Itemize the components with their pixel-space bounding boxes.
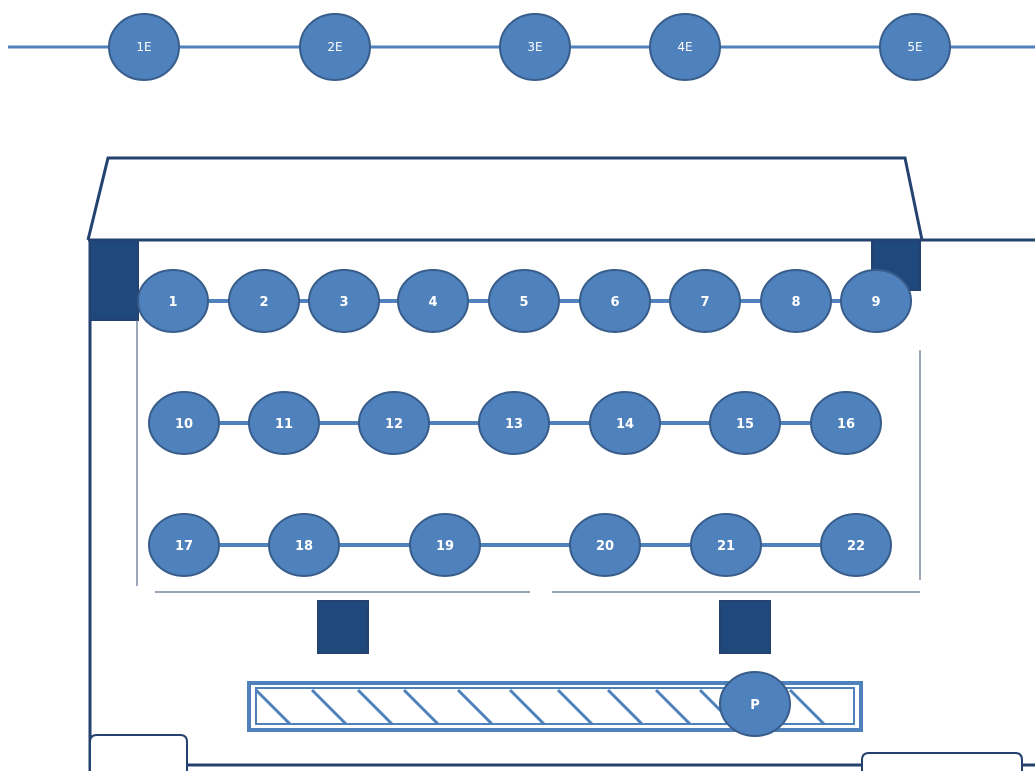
seat-8-label: 8 [791, 295, 800, 310]
seat-10-label: 10 [175, 417, 193, 432]
bottom-right-box [861, 752, 1023, 771]
seat-17[interactable]: 17 [148, 513, 220, 577]
seat-8[interactable]: 8 [760, 269, 832, 333]
seat-18-label: 18 [295, 539, 313, 554]
seat-20-label: 20 [596, 539, 614, 554]
seat-19-label: 19 [436, 539, 454, 554]
seating-area-boundary [136, 320, 921, 593]
seat-16-label: 16 [837, 417, 855, 432]
front-board-outline [86, 156, 924, 241]
seat-18[interactable]: 18 [268, 513, 340, 577]
seat-20[interactable]: 20 [569, 513, 641, 577]
top-node-5e: 5E [879, 13, 951, 81]
top-node-1e: 1E [108, 13, 180, 81]
top-node-3e-label: 3E [527, 40, 542, 54]
top-node-1e-label: 1E [136, 40, 151, 54]
seat-21-label: 21 [717, 539, 735, 554]
seat-7-label: 7 [700, 295, 709, 310]
seat-2-label: 2 [259, 295, 268, 310]
center-left-pillar [317, 600, 369, 654]
front-left-pillar [89, 239, 139, 321]
seat-5-label: 5 [519, 295, 528, 310]
seat-19[interactable]: 19 [409, 513, 481, 577]
seat-3-label: 3 [339, 295, 348, 310]
top-node-2e: 2E [299, 13, 371, 81]
seat-21[interactable]: 21 [690, 513, 762, 577]
seat-15[interactable]: 15 [709, 391, 781, 455]
seat-9[interactable]: 9 [840, 269, 912, 333]
seat-6[interactable]: 6 [579, 269, 651, 333]
seat-6-label: 6 [610, 295, 619, 310]
seat-11[interactable]: 11 [248, 391, 320, 455]
top-node-4e: 4E [649, 13, 721, 81]
seat-14[interactable]: 14 [589, 391, 661, 455]
top-node-2e-label: 2E [327, 40, 342, 54]
seat-9-label: 9 [871, 295, 880, 310]
center-right-pillar [719, 600, 771, 654]
seat-16[interactable]: 16 [810, 391, 882, 455]
podium-label: P [750, 698, 760, 713]
seat-1-label: 1 [168, 295, 177, 310]
seat-13[interactable]: 13 [478, 391, 550, 455]
seat-3[interactable]: 3 [308, 269, 380, 333]
seat-12-label: 12 [385, 417, 403, 432]
seat-11-label: 11 [275, 417, 293, 432]
seat-5[interactable]: 5 [488, 269, 560, 333]
seat-1[interactable]: 1 [137, 269, 209, 333]
seat-12[interactable]: 12 [358, 391, 430, 455]
bottom-left-box [89, 734, 188, 771]
seat-15-label: 15 [736, 417, 754, 432]
top-node-5e-label: 5E [907, 40, 922, 54]
podium-marker[interactable]: P [719, 671, 791, 737]
seat-7[interactable]: 7 [669, 269, 741, 333]
seat-4-label: 4 [428, 295, 437, 310]
seat-14-label: 14 [616, 417, 634, 432]
seat-22[interactable]: 22 [820, 513, 892, 577]
seat-4[interactable]: 4 [397, 269, 469, 333]
seat-17-label: 17 [175, 539, 193, 554]
seat-13-label: 13 [505, 417, 523, 432]
seat-22-label: 22 [847, 539, 865, 554]
seat-10[interactable]: 10 [148, 391, 220, 455]
top-node-4e-label: 4E [677, 40, 692, 54]
seat-2[interactable]: 2 [228, 269, 300, 333]
top-node-3e: 3E [499, 13, 571, 81]
